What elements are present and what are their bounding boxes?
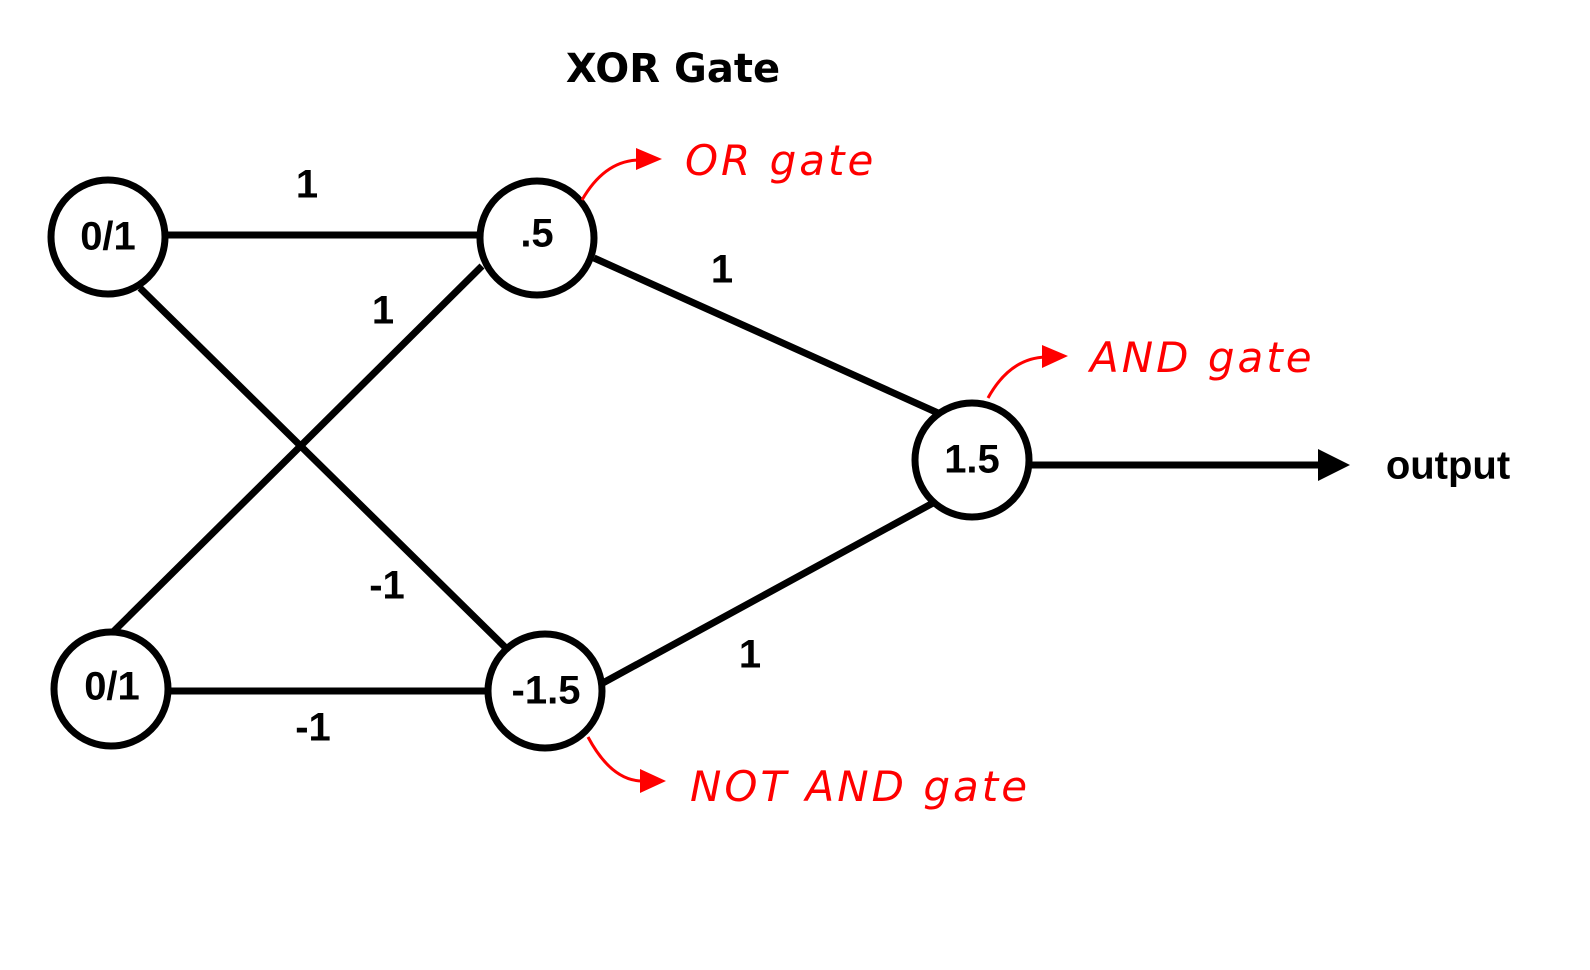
edge-in1-nand — [137, 285, 511, 653]
nand-annotation-arrow — [586, 736, 645, 783]
node-label: 0/1 — [84, 665, 140, 709]
edge-nand-out — [599, 499, 935, 688]
or-gate-annotation: OR gate — [685, 136, 876, 185]
and-gate-annotation: AND gate — [1087, 333, 1315, 382]
weight-in1-or: 1 — [296, 163, 318, 207]
node-circle — [911, 399, 1033, 521]
node-hidden-nand: -1.5 — [484, 630, 606, 752]
node-input-2: 0/1 — [50, 628, 172, 750]
edge-in2-or — [110, 263, 485, 635]
node-circle — [47, 176, 169, 298]
node-circle — [484, 630, 606, 752]
or-arrowhead-icon — [636, 148, 662, 170]
node-label: .5 — [520, 212, 553, 256]
output-arrowhead-icon — [1318, 449, 1350, 481]
node-output: 1.5 — [911, 399, 1033, 521]
weight-in2-nand: -1 — [295, 706, 331, 750]
or-annotation-arrow — [580, 158, 641, 201]
weight-in1-nand: -1 — [369, 564, 405, 608]
node-label: 0/1 — [80, 215, 136, 259]
weight-nand-out: 1 — [739, 633, 761, 677]
node-label: 1.5 — [944, 438, 1000, 482]
edge-or-out — [592, 254, 940, 417]
node-input-1: 0/1 — [47, 176, 169, 298]
weight-in2-or: 1 — [372, 289, 394, 333]
and-annotation-arrow — [986, 355, 1047, 399]
weight-or-out: 1 — [711, 248, 733, 292]
node-circle — [50, 628, 172, 750]
diagram-title: XOR Gate — [566, 46, 780, 92]
node-circle — [476, 177, 598, 299]
output-label: output — [1386, 444, 1510, 488]
and-arrowhead-icon — [1042, 345, 1068, 368]
node-hidden-or: .5 — [476, 177, 598, 299]
nand-arrowhead-icon — [640, 769, 666, 793]
node-label: -1.5 — [512, 669, 581, 713]
nand-gate-annotation: NOT AND gate — [690, 762, 1030, 811]
